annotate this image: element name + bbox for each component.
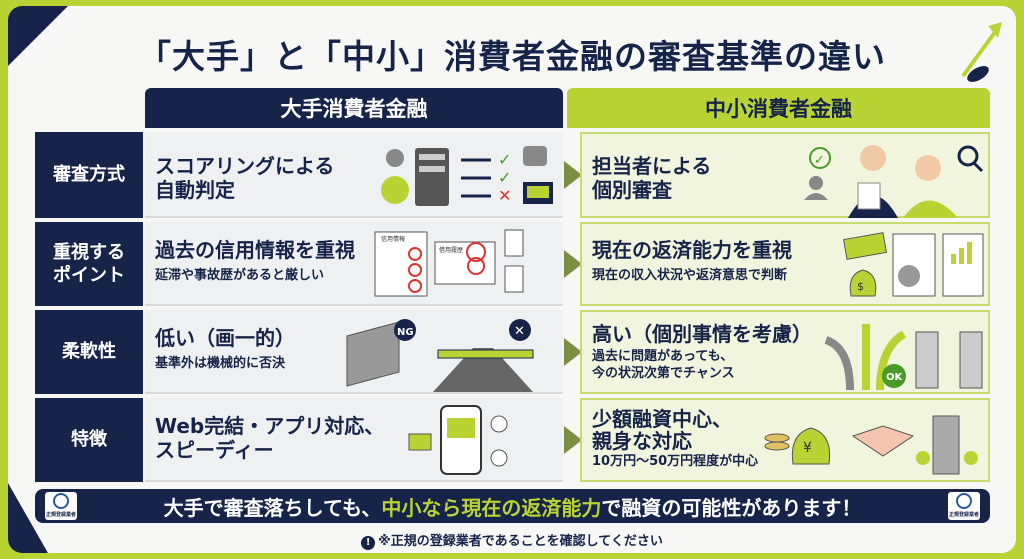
infographic: 「大手」と「中小」消費者金融の審査基準の違い 大手消費者金融 中小消費者金融 審… bbox=[8, 6, 1016, 553]
major-features-text: Web完結・アプリ対応、 スピーディー bbox=[155, 414, 385, 462]
small-flexibility-text: 高い（個別事情を考慮） bbox=[592, 322, 812, 346]
major-method-text: スコアリングによる 自動判定 bbox=[155, 154, 335, 202]
arrow-icon bbox=[564, 426, 582, 454]
svg-text:$: $ bbox=[857, 280, 864, 293]
small-method-text: 担当者による 個別審査 bbox=[592, 154, 712, 202]
small-features-text: 少額融資中心、 親身な対応 bbox=[592, 407, 732, 453]
disclaimer-note: !※正規の登録業者であることを確認してください bbox=[8, 530, 1016, 550]
svg-text:信用情報: 信用情報 bbox=[381, 235, 405, 243]
loan-handshake-building-icon: ¥ bbox=[764, 415, 978, 475]
row-label-features: 特徴 bbox=[35, 398, 143, 482]
svg-text:¥: ¥ bbox=[803, 440, 812, 456]
growth-arrow-leaves-icon bbox=[961, 22, 1002, 82]
svg-text:✓: ✓ bbox=[498, 168, 511, 187]
svg-text:✕: ✕ bbox=[498, 186, 511, 205]
automated-scoring-icon: ✓✓✕ bbox=[381, 146, 553, 206]
small-features-subtext: 10万円〜50万円程度が中心 bbox=[592, 454, 759, 469]
arrow-icon bbox=[564, 250, 582, 278]
registered-badge-icon: 正規登録業者 bbox=[948, 492, 980, 520]
small-focus-text: 現在の返済能力を重視 bbox=[592, 238, 792, 262]
consultation-people-icon: ✓ bbox=[804, 145, 984, 218]
svg-text:借用履歴: 借用履歴 bbox=[439, 246, 463, 254]
svg-text:✓: ✓ bbox=[498, 150, 511, 169]
svg-text:OK: OK bbox=[886, 372, 904, 383]
arrow-icon bbox=[564, 338, 582, 366]
major-focus-text: 過去の信用情報を重視 bbox=[155, 238, 355, 262]
exclamation-icon: ! bbox=[361, 536, 376, 550]
svg-text:✓: ✓ bbox=[814, 153, 825, 168]
row-label-focus: 重視する ポイント bbox=[35, 222, 143, 306]
banner-text-2: で融資の可能性があります！ bbox=[601, 495, 862, 520]
major-method-cell: スコアリングによる 自動判定 bbox=[145, 132, 563, 218]
row-label-method: 審査方式 bbox=[35, 132, 143, 218]
disclaimer-text: ※正規の登録業者であることを確認してください bbox=[378, 534, 663, 549]
row-label-flexibility: 柔軟性 bbox=[35, 310, 143, 394]
major-focus-subtext: 延滞や事故歴があると厳しい bbox=[155, 268, 325, 283]
registered-badge-icon: 正規登録業者 bbox=[45, 492, 77, 520]
paths-open-door-icon: OK bbox=[824, 324, 983, 391]
smartphone-app-icon bbox=[408, 405, 508, 475]
major-flexibility-subtext: 基準外は機械的に否決 bbox=[155, 356, 286, 371]
corner-decoration bbox=[8, 6, 68, 66]
banner-text-1: 大手で審査落ちしても、 bbox=[163, 495, 382, 520]
small-focus-subtext: 現在の収入状況や返済意思で判断 bbox=[592, 268, 788, 283]
header-small: 中小消費者金融 bbox=[567, 88, 990, 128]
arrow-icon bbox=[564, 161, 582, 189]
svg-text:NG: NG bbox=[397, 327, 414, 338]
conclusion-banner: 正規登録業者 大手で審査落ちしても、中小なら現在の返済能力で融資の可能性がありま… bbox=[35, 489, 990, 523]
major-features-cell: Web完結・アプリ対応、 スピーディー bbox=[145, 398, 563, 482]
svg-text:✕: ✕ bbox=[514, 324, 525, 339]
header-major: 大手消費者金融 bbox=[145, 88, 563, 128]
major-flexibility-text: 低い（画一的） bbox=[155, 326, 295, 350]
small-flexibility-subtext: 過去に問題があっても、 今の状況次第でチャンス bbox=[592, 349, 735, 381]
credit-history-documents-icon: 信用情報 借用履歴 bbox=[374, 229, 524, 297]
banner-highlight: 中小なら現在の返済能力 bbox=[381, 495, 602, 520]
page-title: 「大手」と「中小」消費者金融の審査基準の違い bbox=[138, 37, 886, 76]
income-charts-icon: $ bbox=[843, 232, 984, 297]
wall-barrier-icon: NG ✕ bbox=[346, 319, 534, 392]
